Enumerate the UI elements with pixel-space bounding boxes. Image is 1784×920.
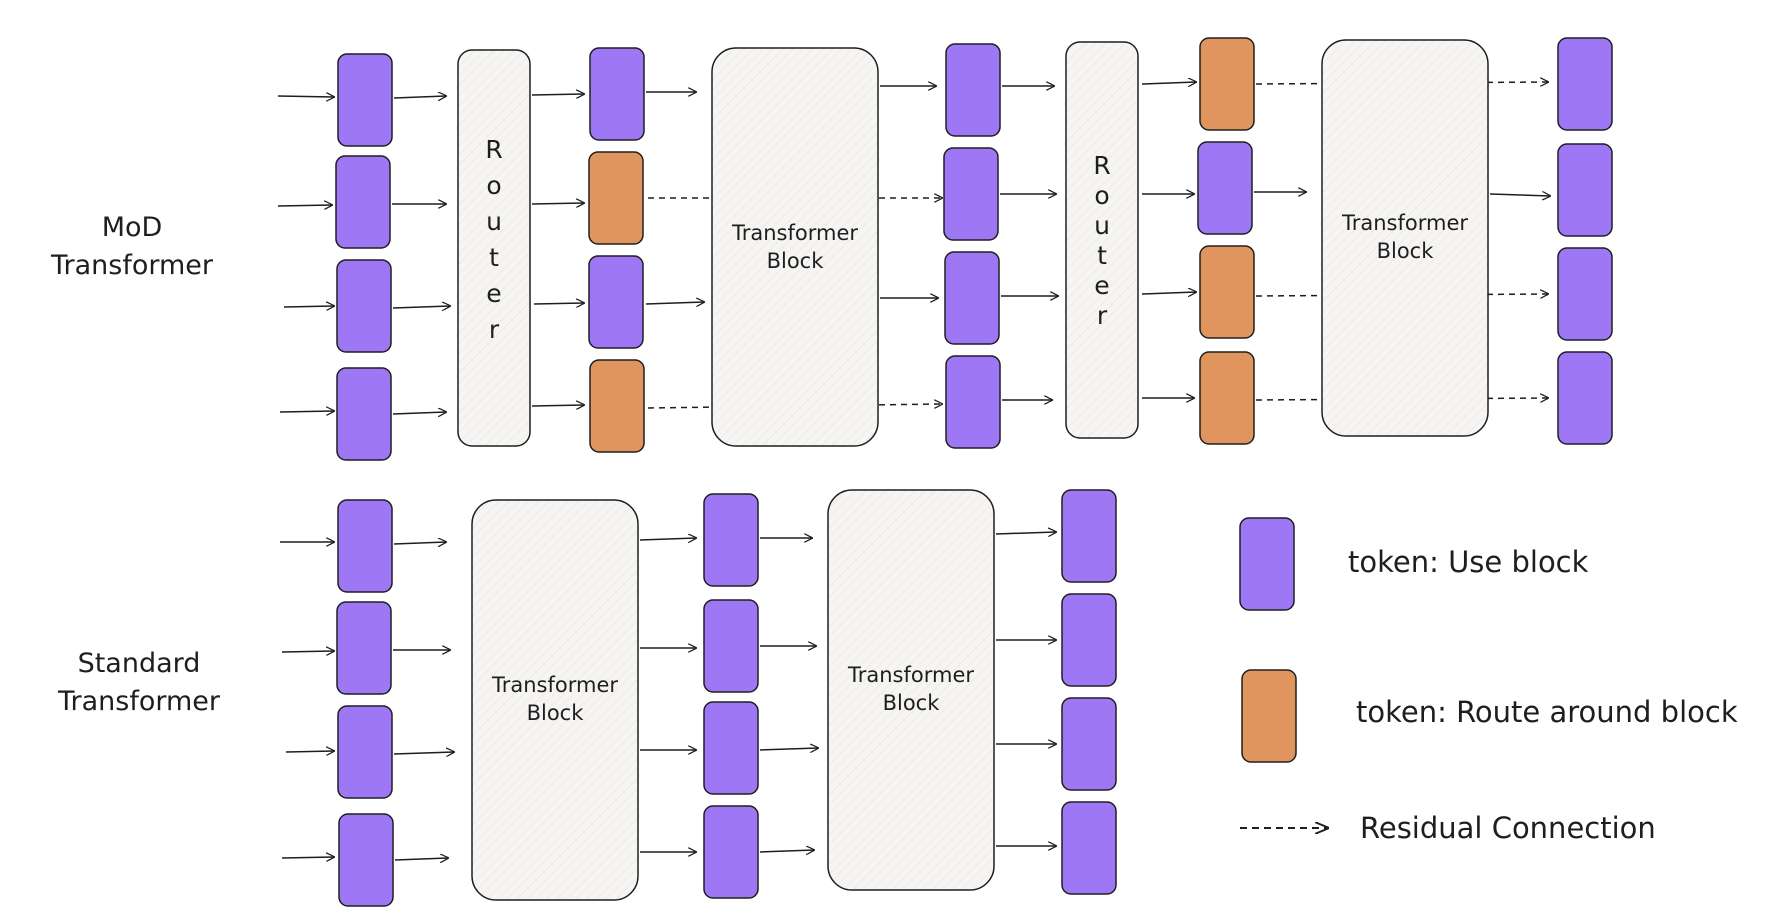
router-letter: u [1094,211,1110,240]
mod-label-line1: MoD [102,212,163,243]
token [1061,697,1117,791]
legend-use-label: token: Use block [1348,545,1589,579]
router-letter: e [1094,271,1109,300]
transformer-block-2 [1321,39,1489,437]
token [337,499,393,593]
transformer-block-label: Transformer [491,673,618,697]
router-letter: t [1097,241,1107,270]
token-routed [1199,37,1255,131]
standard-label-line1: Standard [78,648,201,679]
standard-label-line2: Transformer [57,686,221,717]
token [1557,247,1613,341]
transformer-block-label: Transformer [1341,211,1468,235]
token-routed [1199,245,1255,339]
router-letter: u [486,207,502,236]
transformer-block-1 [711,47,879,447]
legend-route-label: token: Route around block [1356,695,1738,729]
transformer-block-label: Block [1377,239,1435,263]
legend-use-swatch [1239,517,1295,611]
router-letter: t [489,243,499,272]
transformer-block-std-1 [471,499,639,901]
transformer-block-label: Block [527,701,585,725]
router-letter: o [486,171,501,200]
router-2 [1065,41,1139,439]
token [945,43,1001,137]
router-letter: r [489,315,500,344]
token [703,493,759,587]
token [338,813,394,907]
token [335,155,391,249]
router-letter: R [1093,151,1110,180]
token [589,47,645,141]
token-routed [1199,351,1255,445]
token [1557,143,1613,237]
router-letter: e [486,279,501,308]
token [336,259,392,353]
mod-label-line2: Transformer [50,250,214,281]
token [703,599,759,693]
token [703,701,759,795]
legend: token: Use block token: Route around blo… [1239,517,1738,845]
legend-residual-label: Residual Connection [1360,811,1656,845]
token [337,705,393,799]
router-letter: r [1097,301,1108,330]
transformer-block-label: Block [883,691,941,715]
token [943,147,999,241]
token-routed [588,151,644,245]
transformer-block-label: Block [767,249,825,273]
token-routed [589,359,645,453]
token [945,355,1001,449]
router-letter: o [1094,181,1109,210]
transformer-block-label: Transformer [731,221,858,245]
standard-transformer: Transformer Block Transformer Block [280,489,1117,907]
token [1557,37,1613,131]
token [588,255,644,349]
token [1061,593,1117,687]
token [1557,351,1613,445]
token [336,601,392,695]
token [703,805,759,899]
legend-route-swatch [1241,669,1297,763]
transformer-block-label: Transformer [847,663,974,687]
token [337,53,393,147]
router-letter: R [485,135,502,164]
token [336,367,392,461]
transformer-block-std-2 [827,489,995,891]
token [1061,489,1117,583]
token [1197,141,1253,235]
token [944,251,1000,345]
token [1061,801,1117,895]
router-1 [457,49,531,447]
